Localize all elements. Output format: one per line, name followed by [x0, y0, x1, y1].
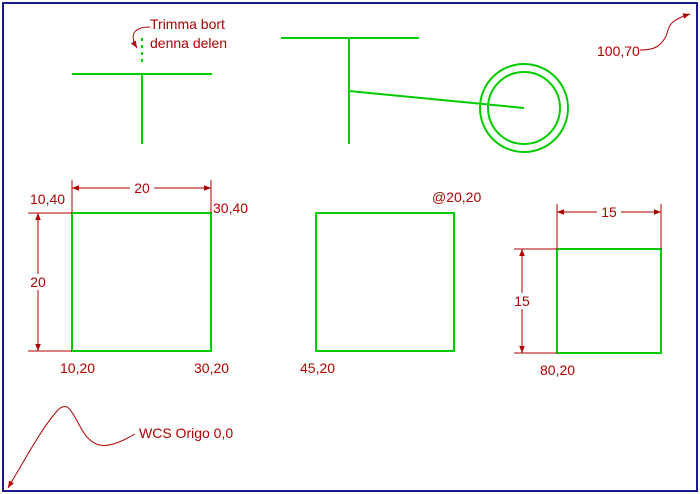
sq3-bottom-left-label: 80,20 [540, 362, 575, 378]
t-shape [281, 37, 525, 144]
sq1-height-dim-mask [27, 274, 49, 290]
wcs-origin-leader-arrow [7, 405, 136, 489]
sq1-bottom-right-label: 30,20 [194, 360, 229, 376]
sq2-bottom-left-label: 45,20 [300, 360, 335, 376]
sq1-width-dim: 20 [134, 180, 150, 196]
sq3-width-dim-mask [597, 204, 621, 220]
sq3-height-dim-mask [511, 293, 533, 309]
sq1-bottom-left-label: 10,20 [60, 360, 95, 376]
square-1 [71, 212, 212, 352]
sq2-relative-label: @20,20 [432, 189, 481, 205]
square-2 [315, 212, 455, 352]
sq1-top-right-label: 30,40 [213, 200, 248, 216]
top-right-leader-arrow [639, 13, 691, 51]
sq3-width-dim: 15 [601, 204, 617, 220]
wcs-origin-label: WCS Origo 0,0 [139, 425, 233, 441]
trim-cross [72, 38, 212, 144]
top-right-coord-label: 100,70 [597, 43, 640, 59]
square-3-dimensions [514, 204, 662, 354]
trim-leader-arrow [131, 26, 151, 49]
sq1-width-dim-mask [130, 180, 154, 196]
t-branch-line [348, 90, 525, 109]
trim-note-line1: Trimma bort [150, 16, 225, 32]
inner-circle [487, 71, 561, 145]
trim-note-line2: denna delen [150, 35, 227, 51]
square-3 [556, 248, 662, 354]
sq3-height-dim: 15 [514, 293, 530, 309]
concentric-circles [479, 63, 569, 153]
sq1-height-dim: 20 [30, 274, 46, 290]
outer-circle [479, 63, 569, 153]
sq1-top-left-label: 10,40 [30, 191, 65, 207]
